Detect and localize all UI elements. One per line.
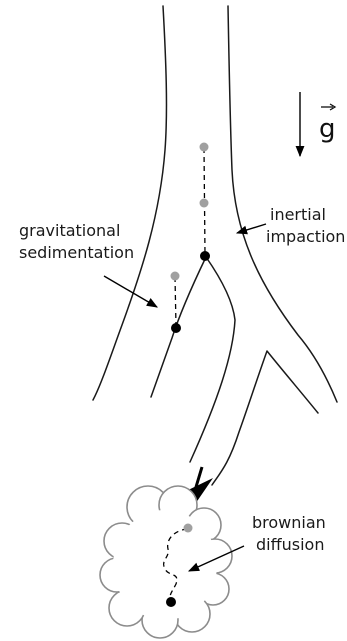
airway-right-outer-wall: [228, 6, 337, 402]
sedimentation-group: gravitational sedimentation: [19, 221, 181, 333]
brownian-particle-start: [184, 524, 193, 533]
brownian-label-line2: diffusion: [256, 535, 324, 554]
sedimentation-trajectory: [175, 277, 176, 326]
inertial-particle-start: [200, 143, 209, 152]
inertial-impaction-group: inertial impaction: [200, 143, 346, 262]
sedimentation-particle-start: [171, 272, 180, 281]
inertial-label-line2: impaction: [266, 227, 345, 246]
airway-carina-left-wall: [190, 257, 235, 462]
alveolus: [100, 486, 232, 638]
brownian-label-line1: brownian: [252, 513, 326, 532]
inertial-particle-deposited: [200, 251, 210, 261]
inertial-particle-mid: [200, 199, 209, 208]
gravity-symbol: g: [319, 114, 336, 144]
airway-left-outer-wall: [93, 6, 166, 400]
sedimentation-particle-deposited: [171, 323, 181, 333]
sedimentation-label-line1: gravitational: [19, 221, 120, 240]
gravity-indicator: g: [300, 92, 336, 156]
brownian-particle-deposited: [166, 597, 176, 607]
airway-right-branch-inner-wall: [212, 351, 318, 485]
inertial-label-line1: inertial: [270, 205, 326, 224]
sedimentation-label-line2: sedimentation: [19, 243, 134, 262]
